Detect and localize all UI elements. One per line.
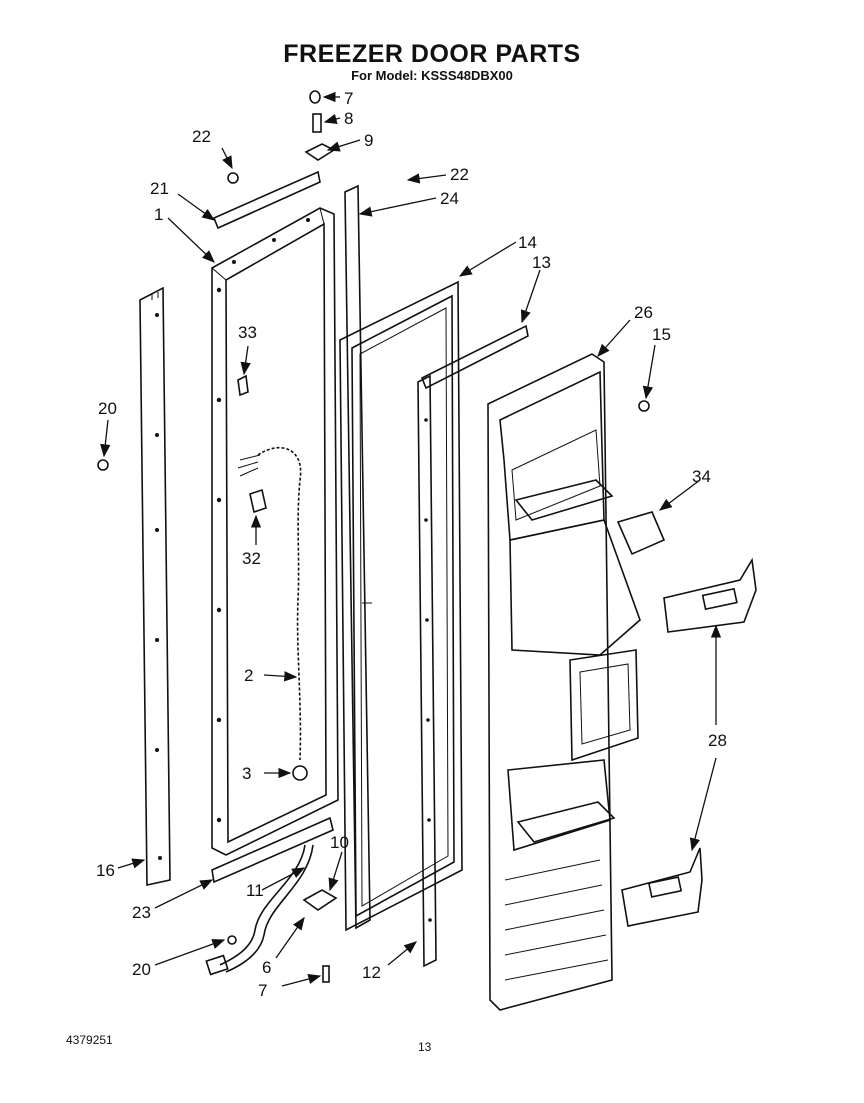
water-tube-11 — [205, 844, 314, 976]
top-bracket-21 — [212, 170, 321, 230]
bottom-hinge-parts — [227, 889, 338, 983]
callout-6: 6 — [262, 958, 271, 977]
page-title: FREEZER DOOR PARTS — [283, 40, 581, 68]
callout-20-bottom: 20 — [132, 960, 151, 979]
callout-2: 2 — [244, 666, 253, 685]
door-bin-28-top — [663, 557, 757, 633]
clip-33 — [237, 374, 249, 397]
callout-28: 28 — [708, 731, 727, 750]
gasket-24 — [344, 184, 371, 930]
callout-32: 32 — [242, 549, 261, 568]
callout-15: 15 — [652, 325, 671, 344]
screw-20-left — [97, 459, 109, 471]
callout-24: 24 — [440, 189, 459, 208]
callout-22-left: 22 — [192, 127, 211, 146]
door-frame-1 — [211, 207, 339, 856]
callout-labels: 7 8 9 22 21 1 22 24 14 13 26 15 33 20 32… — [96, 89, 727, 1000]
callout-8: 8 — [344, 109, 353, 128]
model-subtitle: For Model: KSSS48DBX00 — [351, 68, 513, 83]
callout-22-right: 22 — [450, 165, 469, 184]
callout-23: 23 — [132, 903, 151, 922]
callout-10: 10 — [330, 833, 349, 852]
callout-26: 26 — [634, 303, 653, 322]
callout-13: 13 — [532, 253, 551, 272]
outer-door-panel-16 — [139, 286, 171, 886]
callout-9: 9 — [364, 131, 373, 150]
callout-1: 1 — [154, 205, 163, 224]
door-gasket-14 — [339, 280, 463, 932]
connector-32 — [249, 488, 267, 514]
inner-door-liner-26 — [487, 353, 641, 1011]
callout-14: 14 — [518, 233, 537, 252]
door-bin-28-bottom — [621, 847, 703, 927]
grommet-3 — [292, 765, 308, 781]
wire-harness-2 — [237, 446, 302, 761]
document-number: 4379251 — [66, 1033, 113, 1047]
side-strip-12 — [417, 374, 437, 968]
callout-12: 12 — [362, 963, 381, 982]
callout-3: 3 — [242, 764, 251, 783]
callout-21: 21 — [150, 179, 169, 198]
screw-15 — [638, 400, 650, 412]
callout-34: 34 — [692, 467, 711, 486]
callout-11: 11 — [246, 881, 264, 900]
top-hinge-parts — [227, 90, 336, 184]
callout-33: 33 — [238, 323, 257, 342]
bottom-bracket-23 — [211, 816, 334, 884]
chute-cover-34 — [616, 511, 666, 556]
leader-lines — [100, 91, 722, 987]
callout-20-left: 20 — [98, 399, 117, 418]
callout-7-bottom: 7 — [258, 981, 267, 1000]
callout-16: 16 — [96, 861, 115, 880]
page-number: 13 — [418, 1040, 432, 1054]
breaker-strip-13 — [420, 324, 529, 390]
callout-7-top: 7 — [344, 89, 353, 108]
